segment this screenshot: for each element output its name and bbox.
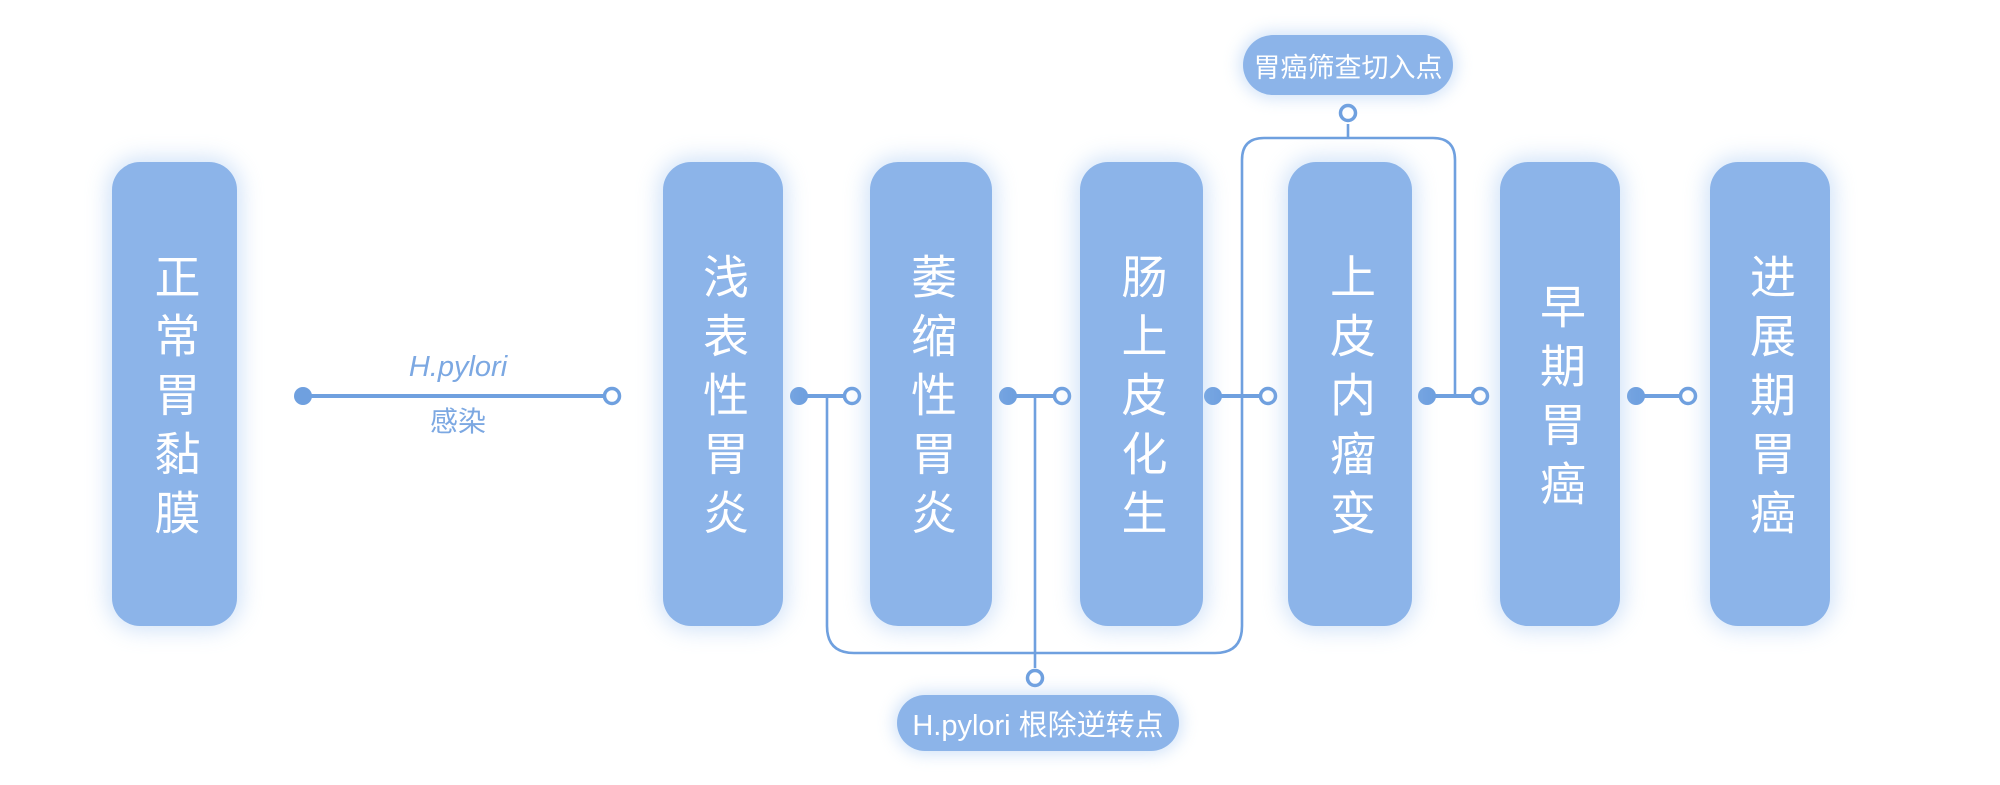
- screening-entry-callout-label: 胃癌筛查切入点: [1253, 52, 1443, 83]
- stage-label: 浅表性胃炎: [697, 253, 749, 548]
- stage-box-early-gastric-cancer: 早期胃癌: [1500, 162, 1620, 626]
- stage-box-normal-mucosa: 正常胃黏膜: [112, 162, 237, 626]
- end-ring-1: [602, 386, 622, 406]
- end-ring-3: [1052, 386, 1072, 406]
- stage-box-atrophic-gastritis: 萎缩性胃炎: [870, 162, 992, 626]
- stage-label: 上皮内瘤变: [1324, 253, 1376, 548]
- start-dot-6: [1627, 387, 1645, 405]
- end-ring-4: [1258, 386, 1278, 406]
- eradication-reversal-callout-label: H.pylori 根除逆转点: [912, 710, 1164, 742]
- stage-label: 进展期胃癌: [1744, 253, 1796, 548]
- hp-infection-edge-label-top: H.pylori: [408, 351, 508, 383]
- stage-box-intraepithelial-neoplasia: 上皮内瘤变: [1288, 162, 1412, 626]
- hp-infection-edge-label-bottom: 感染: [429, 406, 486, 437]
- start-dot-1: [294, 387, 312, 405]
- start-dot-5: [1418, 387, 1436, 405]
- stage-label: 早期胃癌: [1534, 282, 1586, 519]
- eradication-reversal-callout: H.pylori 根除逆转点: [897, 695, 1179, 751]
- eradication-callout-ring: [1025, 668, 1045, 688]
- stage-box-advanced-gastric-cancer: 进展期胃癌: [1710, 162, 1830, 626]
- screening-entry-callout: 胃癌筛查切入点: [1243, 35, 1453, 95]
- stage-box-superficial-gastritis: 浅表性胃炎: [663, 162, 783, 626]
- end-ring-5: [1470, 386, 1490, 406]
- stage-box-intestinal-metaplasia: 肠上皮化生: [1080, 162, 1203, 626]
- start-dot-3: [999, 387, 1017, 405]
- end-ring-6: [1678, 386, 1698, 406]
- stage-label: 肠上皮化生: [1115, 253, 1168, 548]
- start-dot-2: [790, 387, 808, 405]
- stage-label: 萎缩性胃炎: [905, 253, 957, 548]
- stage-label: 正常胃黏膜: [148, 253, 201, 548]
- end-ring-2: [842, 386, 862, 406]
- screening-callout-ring: [1338, 103, 1358, 123]
- start-dot-4: [1204, 387, 1222, 405]
